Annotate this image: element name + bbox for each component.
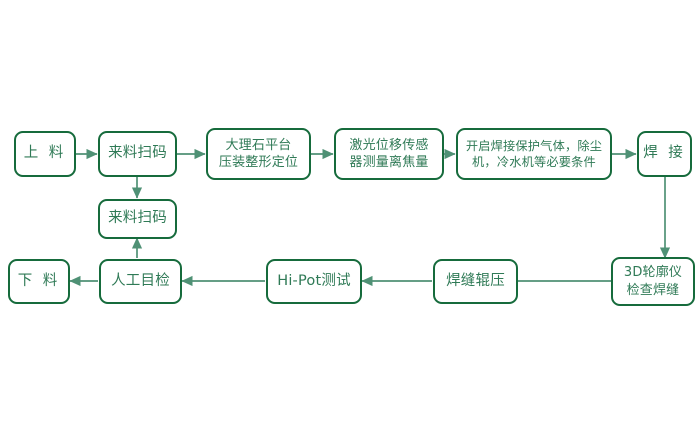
node-jiguang-weiyi-chuanganqi[interactable]: 激光位移传感 器测量离焦量 — [334, 128, 444, 180]
node-label: 上 料 — [23, 145, 67, 162]
node-label: 来料扫码 — [108, 145, 167, 162]
node-label: 焊缝辊压 — [446, 272, 505, 289]
node-label: 下 料 — [17, 272, 61, 289]
node-label: 3D轮廓仪 检查焊缝 — [623, 265, 683, 298]
node-label: 激光位移传感 器测量离焦量 — [349, 137, 429, 170]
node-hipot-ceshi[interactable]: Hi-Pot测试 — [266, 259, 362, 304]
node-lailiao-saoma-top[interactable]: 来料扫码 — [98, 131, 177, 177]
node-3d-lunkuoyi[interactable]: 3D轮廓仪 检查焊缝 — [611, 257, 695, 306]
node-label: 开启焊接保护气体，除尘 机，冷水机等必要条件 — [465, 138, 603, 169]
node-label: 来料扫码 — [108, 210, 167, 227]
node-hanfeng-gunya[interactable]: 焊缝辊压 — [433, 259, 518, 304]
node-dalishi-pingtai[interactable]: 大理石平台 压装整形定位 — [206, 128, 311, 180]
node-rengong-mujian[interactable]: 人工目检 — [99, 259, 182, 304]
node-lailiao-saoma-mid[interactable]: 来料扫码 — [98, 199, 177, 239]
node-kaiqi-hanjie-baohu-qiti[interactable]: 开启焊接保护气体，除尘 机，冷水机等必要条件 — [456, 128, 612, 180]
node-label: Hi-Pot测试 — [277, 272, 351, 289]
node-hanjie[interactable]: 焊 接 — [637, 131, 692, 177]
node-label: 焊 接 — [643, 145, 686, 162]
node-label: 人工目检 — [111, 272, 170, 289]
node-shangliao[interactable]: 上 料 — [14, 131, 76, 177]
node-label: 大理石平台 压装整形定位 — [218, 137, 299, 170]
node-xialiao[interactable]: 下 料 — [8, 259, 70, 304]
